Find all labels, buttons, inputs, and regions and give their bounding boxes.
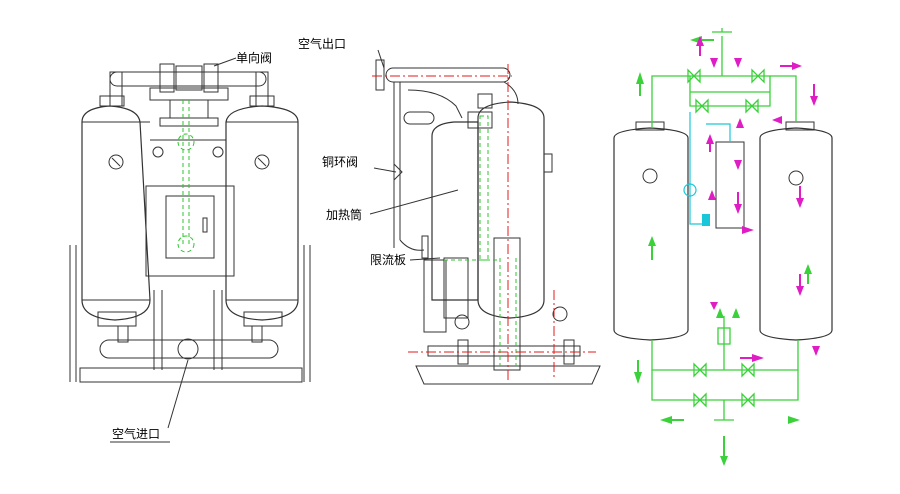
side-view bbox=[369, 49, 601, 385]
control-box bbox=[145, 185, 235, 277]
heater-element bbox=[423, 259, 447, 333]
flow-valve-top-left-icon bbox=[687, 68, 701, 84]
left-tower bbox=[81, 105, 151, 321]
flow-valve-mid-left-icon bbox=[695, 98, 709, 114]
heating-tube bbox=[431, 121, 479, 301]
right-tower bbox=[225, 105, 299, 321]
front-base-frame bbox=[79, 367, 303, 383]
check-valve-left bbox=[159, 63, 175, 93]
label-air-outlet: 空气出口 bbox=[298, 36, 346, 51]
label-flow-limit-plate: 限流板 bbox=[370, 253, 406, 267]
flow-valve-bot-1-icon bbox=[693, 362, 707, 378]
label-air-inlet: 空气进口 bbox=[112, 426, 160, 441]
label-check-valve: 单向阀 bbox=[236, 50, 272, 65]
magenta-arrows bbox=[696, 36, 820, 362]
green-arrows bbox=[634, 36, 812, 466]
left-pressure-gauge-icon bbox=[108, 154, 124, 170]
flow-valve-bot-2-icon bbox=[741, 362, 755, 378]
flow-right-gauge-icon bbox=[788, 170, 804, 186]
flow-valve-top-right-icon bbox=[751, 68, 765, 84]
label-copper-ring-valve: 铜环阀 bbox=[322, 154, 358, 169]
flow-right-vessel bbox=[759, 127, 833, 341]
flow-heater-box bbox=[715, 141, 745, 229]
flow-valve-mid-right-icon bbox=[745, 98, 759, 114]
check-valve-right bbox=[203, 63, 219, 93]
flow-left-gauge-icon bbox=[642, 168, 658, 184]
side-base bbox=[415, 365, 601, 385]
side-main-tank bbox=[477, 101, 545, 319]
flow-valve-bot-4-icon bbox=[741, 392, 755, 408]
flow-schematic bbox=[613, 28, 833, 466]
outlet-pipe bbox=[385, 67, 511, 83]
flow-left-vessel bbox=[613, 127, 689, 341]
right-pressure-gauge-icon bbox=[254, 154, 270, 170]
label-heating-tube: 加热筒 bbox=[326, 207, 362, 222]
inlet-manifold bbox=[99, 339, 279, 359]
front-view bbox=[69, 57, 311, 429]
flow-valve-bot-3-icon bbox=[693, 392, 707, 408]
